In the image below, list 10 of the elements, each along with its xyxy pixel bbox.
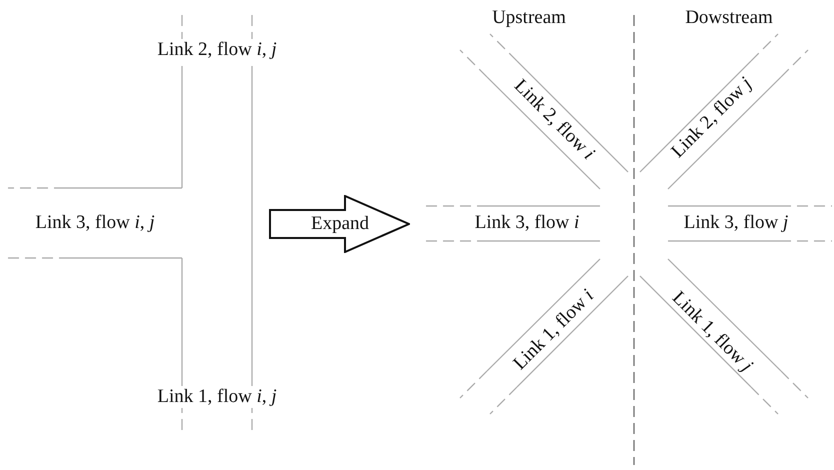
- link-label: Link 2, flow i, j: [155, 39, 279, 61]
- link-label: Link 1, flow i, j: [155, 386, 279, 408]
- link-label: Link 1, flow i: [509, 285, 599, 375]
- link-label: Link 3, flow i: [474, 212, 580, 234]
- expand-arrow: Expand: [269, 195, 410, 253]
- link-label: Link 3, flow i, j: [35, 212, 155, 234]
- link-label: Link 3, flow j: [684, 212, 788, 234]
- link-label: Link 2, flow j: [667, 73, 757, 163]
- section-heading: Upstream: [492, 7, 566, 29]
- section-heading: Dowstream: [685, 7, 773, 29]
